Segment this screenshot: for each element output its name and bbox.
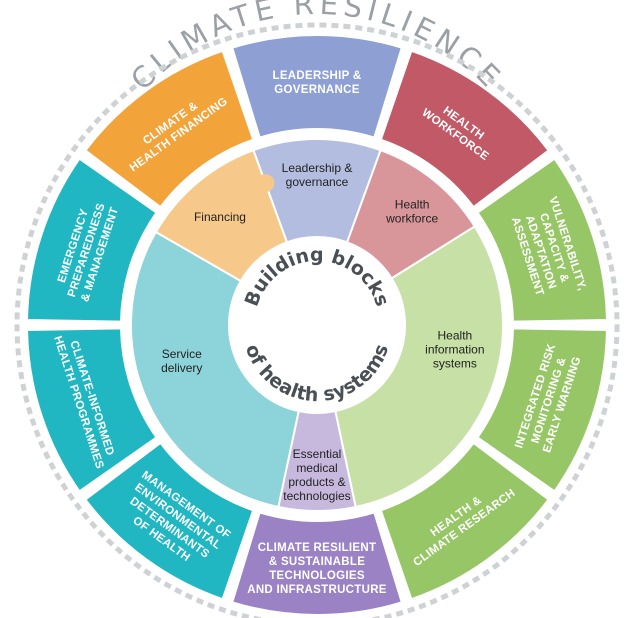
outer-label-line: & SUSTAINABLE bbox=[269, 556, 365, 568]
outer-ring: LEADERSHIP & GOVERNANCE HEALTHWORKFORCEVUL… bbox=[26, 34, 608, 616]
inner-label-line: workforce bbox=[385, 212, 438, 226]
outer-segment-label: LEADERSHIP & GOVERNANCE bbox=[272, 70, 361, 96]
inner-block-shape bbox=[334, 225, 504, 509]
inner-label-line: Leadership & bbox=[282, 161, 353, 175]
outer-segment-management-of-environmental-determinants-of-health: MANAGEMENT OFENVIRONMENTALDETERMINANTSOF… bbox=[83, 441, 255, 601]
outer-dashed-ring bbox=[14, 22, 620, 618]
outer-segment-emergency-preparedness-management: EMERGENCYPREPAREDNESS& MANAGEMENT bbox=[26, 157, 158, 323]
outer-label-line: TECHNOLOGIES bbox=[269, 570, 365, 582]
inner-block-label: Leadership &governance bbox=[282, 161, 353, 189]
inner-label-line: information bbox=[425, 342, 484, 356]
outer-segment-shape bbox=[476, 327, 608, 493]
inner-label-line: Financing bbox=[194, 210, 246, 224]
outer-segment-label: CLIMATE RESILIENT & SUSTAINABLE TECHNOLOGI… bbox=[247, 542, 387, 596]
dashed-circle bbox=[14, 22, 620, 618]
puzzle-knob bbox=[256, 174, 275, 193]
inner-block-shape bbox=[154, 148, 289, 283]
outer-segment-shape bbox=[379, 441, 551, 601]
outer-segment-shape bbox=[83, 441, 255, 601]
inner-label-line: Health bbox=[395, 198, 430, 212]
outer-segment-integrated-risk-monitoring-early-warning: INTEGRATED RISKMONITORING &EARLY WARNING bbox=[476, 327, 608, 493]
inner-label-line: governance bbox=[286, 175, 349, 189]
inner-label-line: products & bbox=[288, 475, 345, 489]
outer-segment-climate-health-financing: CLIMATE &HEALTH FINANCING bbox=[83, 49, 255, 209]
center-circle bbox=[231, 239, 403, 411]
outer-segment-shape bbox=[26, 157, 158, 323]
inner-block-shape bbox=[130, 230, 300, 509]
outer-segment-climate-resilient-sustainable-technologies-and-infrastructure: CLIMATE RESILIENT & SUSTAINABLE TECHNOLOGI… bbox=[230, 511, 404, 616]
outer-segment-climate-informed-health-programmes: CLIMATE-INFORMEDHEALTH PROGRAMMES bbox=[26, 327, 158, 493]
outer-segment-vulnerability-capacity-adaptation-assessment: VULNERABILITY,CAPACITY &ADAPTATIONASSESS… bbox=[476, 157, 608, 323]
outer-segment-leadership-governance: LEADERSHIP & GOVERNANCE bbox=[230, 34, 404, 139]
inner-label-line: technologies bbox=[283, 489, 350, 503]
outer-segment-shape bbox=[379, 49, 551, 209]
inner-label-line: Health bbox=[438, 328, 473, 342]
inner-label-line: medical bbox=[296, 461, 337, 475]
outer-label-line: CLIMATE RESILIENT bbox=[258, 542, 377, 554]
outer-segment-shape bbox=[230, 34, 404, 139]
outer-label-line: GOVERNANCE bbox=[274, 84, 359, 96]
outer-segment-shape bbox=[83, 49, 255, 209]
inner-label-line: Service bbox=[162, 347, 202, 361]
outer-segment-shape bbox=[476, 157, 608, 323]
inner-label-line: delivery bbox=[161, 361, 202, 375]
outer-label-line: LEADERSHIP & bbox=[272, 70, 361, 82]
inner-block-financing: Financing bbox=[154, 148, 289, 283]
inner-label-line: Essential bbox=[293, 447, 342, 461]
outer-segment-shape bbox=[26, 327, 158, 493]
outer-label-line: AND INFRASTRUCTURE bbox=[247, 584, 387, 596]
inner-block-leadership-governance: Leadership &governance bbox=[252, 138, 382, 244]
outer-segment-shape bbox=[230, 511, 404, 616]
inner-label-line: systems bbox=[433, 356, 477, 370]
inner-block-label: Financing bbox=[194, 210, 246, 224]
outer-segment-health-workforce: HEALTHWORKFORCE bbox=[379, 49, 551, 209]
